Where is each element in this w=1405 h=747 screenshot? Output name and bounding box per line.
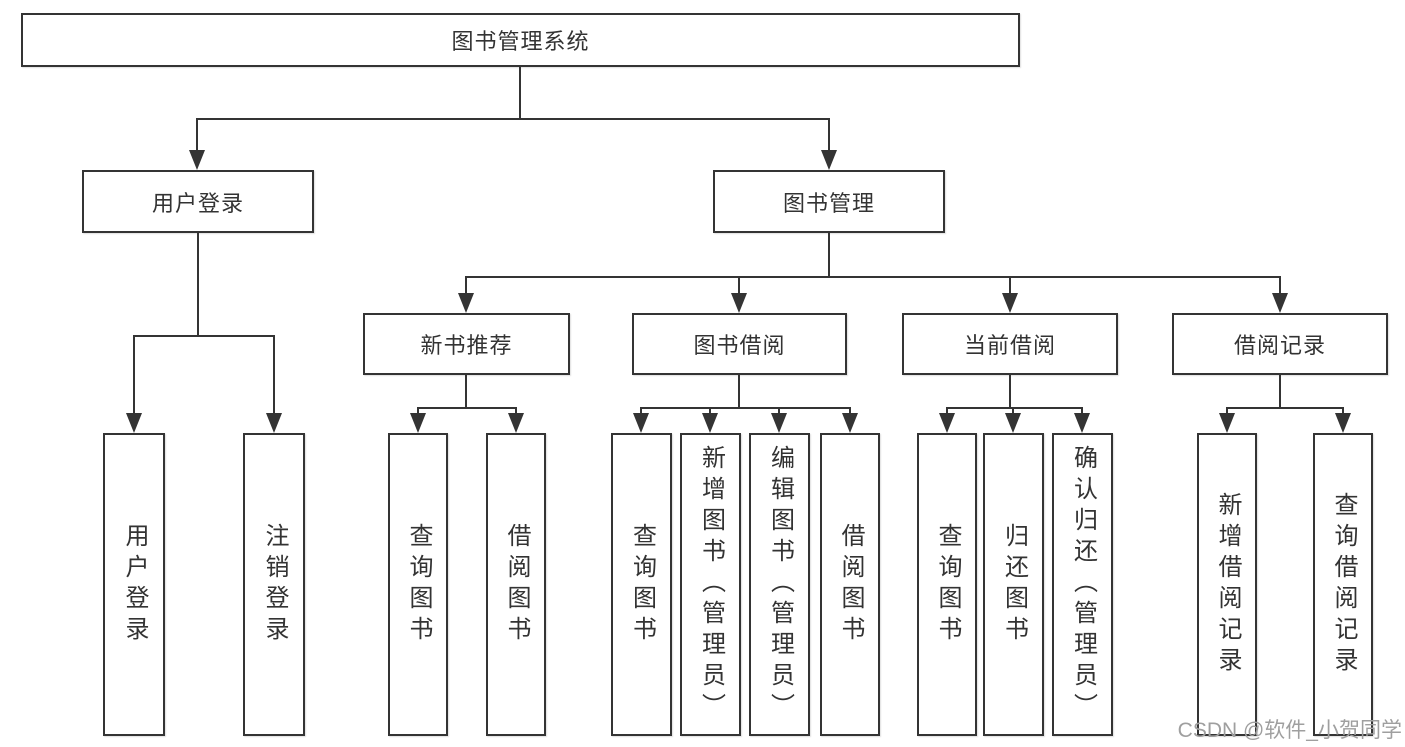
connector-borrowing-drop-1 bbox=[640, 407, 642, 415]
connector-newbooks-bar bbox=[417, 407, 517, 409]
arrowhead-userlogin-leaf-1 bbox=[126, 413, 142, 433]
connector-root-stub bbox=[519, 67, 521, 119]
leaf-user-login: 用户登录 bbox=[103, 433, 165, 736]
connector-current-drop-3 bbox=[1081, 407, 1083, 415]
connector-current-stub bbox=[1009, 375, 1011, 408]
connector-userlogin-bar bbox=[133, 335, 275, 337]
leaf-records-query-record: 查询借阅记录 bbox=[1313, 433, 1373, 736]
leaf-newbooks-query-books: 查询图书 bbox=[388, 433, 448, 736]
connector-borrowing-stub bbox=[738, 375, 740, 408]
arrowhead-borrowing bbox=[731, 293, 747, 313]
connector-bookmgmt-drop-2 bbox=[738, 276, 740, 295]
connector-userlogin-stub bbox=[197, 233, 199, 336]
node-borrow-records: 借阅记录 bbox=[1172, 313, 1388, 375]
arrowhead-borrowing-leaf-4 bbox=[842, 413, 858, 433]
leaf-borrowing-borrow-books: 借阅图书 bbox=[820, 433, 880, 736]
node-library-management-system: 图书管理系统 bbox=[21, 13, 1020, 67]
connector-bookmgmt-drop-1 bbox=[465, 276, 467, 295]
connector-newbooks-drop-2 bbox=[515, 407, 517, 415]
node-book-mgmt: 图书管理 bbox=[713, 170, 945, 233]
leaf-logout: 注销登录 bbox=[243, 433, 305, 736]
connector-root-drop-left bbox=[196, 118, 198, 152]
arrowhead-records bbox=[1272, 293, 1288, 313]
arrowhead-records-leaf-2 bbox=[1335, 413, 1351, 433]
csdn-watermark: CSDN @软件_小贺同学 bbox=[1177, 719, 1402, 742]
leaf-current-query-books: 查询图书 bbox=[917, 433, 977, 736]
connector-borrowing-drop-4 bbox=[849, 407, 851, 415]
connector-records-drop-1 bbox=[1226, 407, 1228, 415]
leaf-records-add-record: 新增借阅记录 bbox=[1197, 433, 1257, 736]
arrowhead-borrowing-leaf-2 bbox=[702, 413, 718, 433]
arrowhead-current bbox=[1002, 293, 1018, 313]
arrowhead-newbooks-leaf-2 bbox=[508, 413, 524, 433]
arrowhead-newbooks-leaf-1 bbox=[410, 413, 426, 433]
connector-bookmgmt-bar bbox=[465, 276, 1281, 278]
connector-borrowing-bar bbox=[640, 407, 851, 409]
node-current-borrowing: 当前借阅 bbox=[902, 313, 1118, 375]
leaf-borrowing-edit-books-admin: 编辑图书（管理员） bbox=[749, 433, 810, 736]
leaf-borrowing-add-books-admin: 新增图书（管理员） bbox=[680, 433, 741, 736]
connector-records-bar bbox=[1226, 407, 1344, 409]
arrowhead-current-leaf-2 bbox=[1005, 413, 1021, 433]
arrowhead-userlogin-leaf-2 bbox=[266, 413, 282, 433]
arrowhead-book-mgmt bbox=[821, 150, 837, 170]
connector-bookmgmt-drop-3 bbox=[1009, 276, 1011, 295]
leaf-current-return-books: 归还图书 bbox=[983, 433, 1044, 736]
connector-userlogin-drop-2 bbox=[273, 335, 275, 415]
connector-newbooks-drop-1 bbox=[417, 407, 419, 415]
leaf-borrowing-query-books: 查询图书 bbox=[611, 433, 672, 736]
connector-current-drop-1 bbox=[946, 407, 948, 415]
connector-records-drop-2 bbox=[1342, 407, 1344, 415]
arrowhead-current-leaf-1 bbox=[939, 413, 955, 433]
node-user-login: 用户登录 bbox=[82, 170, 314, 233]
node-new-books: 新书推荐 bbox=[363, 313, 570, 375]
connector-borrowing-drop-3 bbox=[778, 407, 780, 415]
connector-current-drop-2 bbox=[1012, 407, 1014, 415]
node-borrowing: 图书借阅 bbox=[632, 313, 847, 375]
connector-userlogin-drop-1 bbox=[133, 335, 135, 415]
arrowhead-borrowing-leaf-1 bbox=[633, 413, 649, 433]
arrowhead-records-leaf-1 bbox=[1219, 413, 1235, 433]
connector-root-drop-right bbox=[828, 118, 830, 152]
arrowhead-borrowing-leaf-3 bbox=[771, 413, 787, 433]
connector-root-bar bbox=[196, 118, 830, 120]
arrowhead-current-leaf-3 bbox=[1074, 413, 1090, 433]
arrowhead-user-login bbox=[189, 150, 205, 170]
arrowhead-new-books bbox=[458, 293, 474, 313]
connector-newbooks-stub bbox=[465, 375, 467, 408]
leaf-newbooks-borrow-books: 借阅图书 bbox=[486, 433, 546, 736]
connector-current-bar bbox=[946, 407, 1083, 409]
connector-bookmgmt-drop-4 bbox=[1279, 276, 1281, 295]
leaf-current-confirm-return-admin: 确认归还（管理员） bbox=[1052, 433, 1113, 736]
connector-bookmgmt-stub bbox=[828, 233, 830, 277]
connector-records-stub bbox=[1279, 375, 1281, 408]
connector-borrowing-drop-2 bbox=[709, 407, 711, 415]
